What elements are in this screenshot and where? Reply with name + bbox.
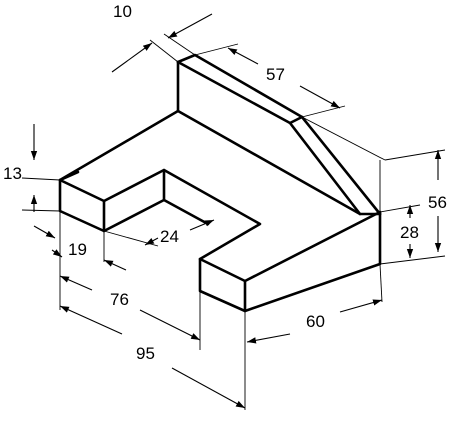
slot-inner-face: [102, 168, 210, 233]
dim-label-57: 57: [266, 65, 285, 84]
extension-lines: [21, 33, 446, 410]
dim-label-19: 19: [68, 240, 87, 259]
base-left-front-face: [58, 178, 106, 233]
dim-label-28: 28: [400, 223, 419, 242]
base-left-top: [58, 109, 180, 182]
dim-label-56: 56: [428, 193, 447, 212]
base-right-side-face: [243, 210, 382, 313]
back-wall-top-inner-edge: [176, 60, 292, 125]
dimension-labels: 10 57 13 56 28 19 24 76 60 95: [3, 2, 447, 363]
dim-label-95: 95: [136, 344, 155, 363]
base-top-rim: [58, 168, 382, 283]
dim-label-60: 60: [306, 312, 325, 331]
back-wall-front-face: [176, 60, 382, 216]
dim-label-76: 76: [110, 290, 129, 309]
dim-label-13: 13: [3, 164, 22, 183]
base-right-front-face: [198, 257, 247, 313]
dimension-arrows: [30, 13, 442, 409]
back-wall-top-face: [176, 53, 382, 216]
part-outline: [58, 53, 382, 313]
dim-label-24: 24: [160, 227, 179, 246]
back-wall-slope-face: [288, 115, 362, 216]
dim-label-10: 10: [113, 2, 132, 21]
